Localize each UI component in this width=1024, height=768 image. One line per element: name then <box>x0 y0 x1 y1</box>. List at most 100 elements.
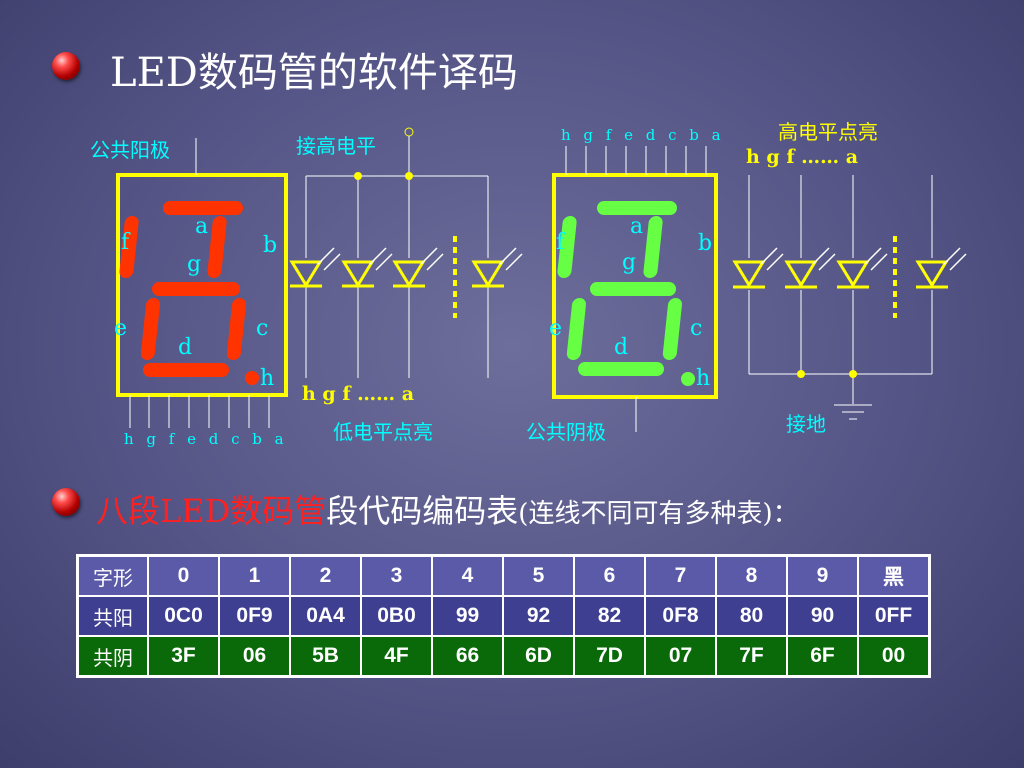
table-cell: 4 <box>431 554 504 597</box>
anode-led-network <box>305 127 489 378</box>
ground-label: 接地 <box>786 412 826 436</box>
table-cell: 0 <box>147 554 220 597</box>
heading-red-part: 八段LED数码管 <box>96 492 327 530</box>
table-cell: 82 <box>573 595 646 637</box>
segment-g <box>590 282 676 296</box>
right-segments <box>557 201 695 386</box>
table-cell: 3 <box>360 554 433 597</box>
common-anode-label: 公共阳极 <box>90 138 170 162</box>
table-cell: 6 <box>573 554 646 597</box>
table-cell: 1 <box>218 554 291 597</box>
table-cell: 7F <box>715 635 788 678</box>
cathode-light-arrows <box>760 247 967 271</box>
table-cell: 3F <box>147 635 220 678</box>
table-cell: 4F <box>360 635 433 678</box>
high-level-on-label: 高电平点亮 <box>778 120 878 144</box>
left-label-a: a <box>195 214 209 239</box>
left-pin-labels: h g f e d c b a <box>124 430 288 448</box>
right-label-e: e <box>549 316 563 341</box>
cathode-diodes <box>732 236 949 318</box>
segment-f <box>557 216 577 278</box>
segment-h <box>681 372 695 386</box>
right-label-b: b <box>698 231 713 256</box>
heading-white-part: 段代码编码表 <box>326 492 519 530</box>
segment-e <box>140 298 160 360</box>
bullet-icon <box>52 488 80 516</box>
right-display <box>552 146 718 432</box>
table-cell: 黑 <box>857 554 931 597</box>
table-heading: 八段LED数码管段代码编码表(连线不同可有多种表)： <box>96 486 799 532</box>
left-display-frame <box>116 173 288 397</box>
right-label-h: h <box>696 366 711 391</box>
table-cell: 07 <box>644 635 717 678</box>
right-display-frame <box>552 173 718 399</box>
right-label-a: a <box>630 214 644 239</box>
table-cell: 80 <box>715 595 788 637</box>
row-header-cell: 字形 <box>76 554 149 597</box>
table-cell: 2 <box>289 554 362 597</box>
table-cell: 06 <box>218 635 291 678</box>
connect-high-label: 接高电平 <box>296 134 376 158</box>
segment-a <box>597 201 677 215</box>
table-cell: 0FF <box>857 595 931 637</box>
cathode-led-network <box>748 175 933 420</box>
segment-c <box>662 298 682 360</box>
table-cell: 92 <box>502 595 575 637</box>
left-label-h: h <box>260 366 275 391</box>
anode-light-arrows <box>317 247 523 271</box>
right-label-c: c <box>690 316 703 341</box>
table-cell: 7D <box>573 635 646 678</box>
left-display <box>116 138 288 428</box>
right-label-f: f <box>556 230 565 255</box>
row-header-cell: 共阴 <box>76 635 149 678</box>
segment-g <box>152 282 240 296</box>
segment-d <box>578 362 664 376</box>
low-level-on-label: 低电平点亮 <box>333 420 433 444</box>
table-cell: 0F9 <box>218 595 291 637</box>
anode-diodes <box>289 236 505 318</box>
right-pin-labels: h g f e d c b a <box>561 126 725 144</box>
segment-b <box>643 216 663 278</box>
table-cell: 5 <box>502 554 575 597</box>
table-cell: 90 <box>786 595 859 637</box>
common-cathode-label: 公共阴极 <box>526 420 606 444</box>
page-title: LED数码管的软件译码 <box>110 50 518 96</box>
bullet-icon <box>52 52 80 80</box>
table-cell: 0C0 <box>147 595 220 637</box>
segment-b <box>207 216 227 278</box>
row-header-cell: 共阳 <box>76 595 149 637</box>
left-label-e: e <box>114 316 128 341</box>
table-cell: 99 <box>431 595 504 637</box>
segment-h <box>245 371 259 385</box>
segment-a <box>163 201 243 215</box>
right-label-d: d <box>614 335 629 360</box>
segment-d <box>143 363 229 377</box>
right-label-g: g <box>622 250 637 275</box>
heading-note: (连线不同可有多种表)： <box>518 499 799 529</box>
cathode-pins-label: h g f …… a <box>746 146 859 168</box>
left-label-b: b <box>263 233 278 258</box>
table-cell: 0A4 <box>289 595 362 637</box>
left-label-c: c <box>256 316 269 341</box>
left-label-g: g <box>187 252 202 277</box>
table-cell: 66 <box>431 635 504 678</box>
table-cell: 8 <box>715 554 788 597</box>
left-label-f: f <box>121 230 130 255</box>
left-label-d: d <box>178 335 193 360</box>
table-cell: 0B0 <box>360 595 433 637</box>
segment-e <box>566 298 586 360</box>
segment-c <box>226 298 246 360</box>
left-pins <box>129 395 270 428</box>
table-cell: 0F8 <box>644 595 717 637</box>
table-cell: 5B <box>289 635 362 678</box>
anode-pins-label: h g f …… a <box>302 383 415 405</box>
table-cell: 6D <box>502 635 575 678</box>
segment-f <box>119 216 139 278</box>
table-cell: 00 <box>857 635 931 678</box>
table-cell: 9 <box>786 554 859 597</box>
circuit-diagram <box>116 127 967 432</box>
